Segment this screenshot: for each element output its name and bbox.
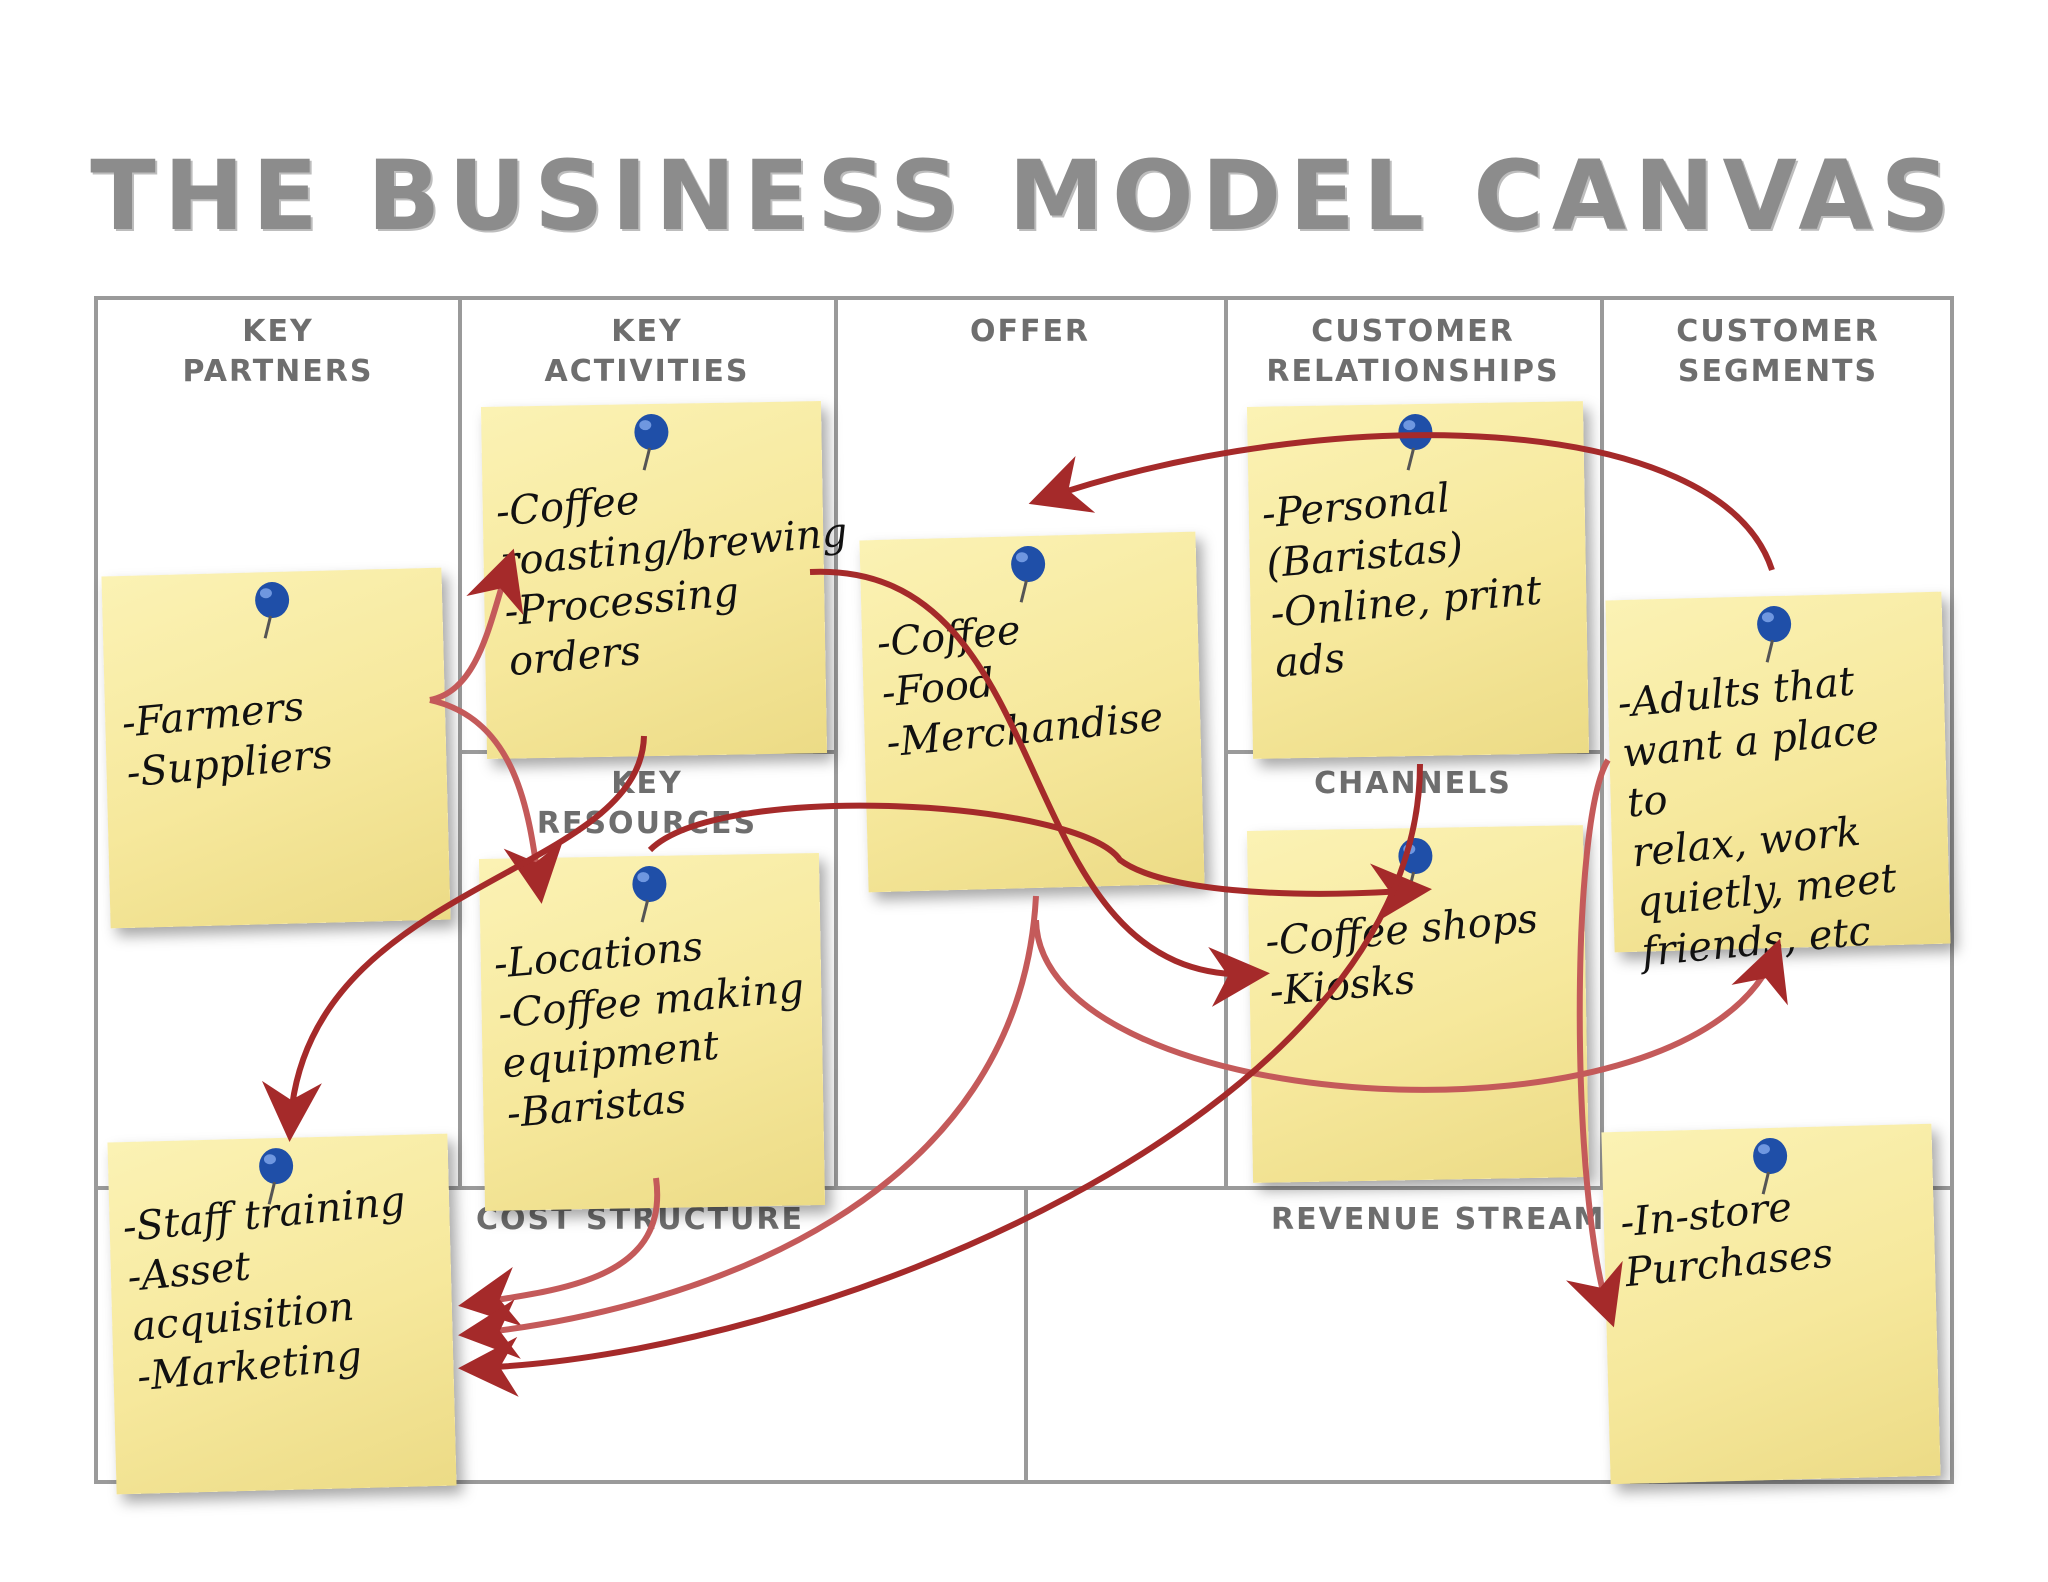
sticky-note-offer: -Coffee -Food -Merchandise xyxy=(859,531,1205,893)
section-label-key-activities: KEY ACTIVITIES xyxy=(544,314,750,389)
sticky-note-revenue-streams: -In-store Purchases xyxy=(1601,1123,1941,1485)
pushpin-icon xyxy=(259,1148,294,1205)
section-label-revenue-streams: REVENUE STREAMS xyxy=(1270,1202,1630,1237)
arrow-activities-to-cost xyxy=(262,735,647,1142)
section-label-customer-segments: CUSTOMER SEGMENTS xyxy=(1676,314,1880,389)
arrow-offer-to-cost xyxy=(458,895,1039,1359)
grid-divider xyxy=(94,1186,1954,1190)
grid-divider xyxy=(458,296,462,1186)
pushpin-icon xyxy=(632,866,667,923)
grid-divider xyxy=(1600,296,1604,1186)
pushpin-icon xyxy=(1011,546,1046,603)
sticky-note-key-activities: -Coffee roasting/brewing -Processing ord… xyxy=(480,401,849,759)
grid-divider xyxy=(1224,296,1228,1186)
pushpin-icon xyxy=(255,582,290,639)
section-label-offer: OFFER xyxy=(969,314,1091,349)
grid-divider xyxy=(834,296,838,1186)
sticky-note-key-resources: -Locations -Coffee making equipment -Bar… xyxy=(478,853,826,1211)
arrow-resources-to-cost xyxy=(458,1177,661,1327)
sticky-note-cost-structure: -Staff training -Asset acquisition -Mark… xyxy=(107,1133,457,1495)
sticky-note-customer-relationships: -Personal (Baristas) -Online, print ads xyxy=(1246,401,1590,759)
arrow-channels-to-cost xyxy=(458,763,1423,1397)
arrow-activities-to-channels xyxy=(809,568,1270,1007)
section-label-key-partners: KEY PARTNERS xyxy=(182,314,374,389)
pushpin-icon xyxy=(1398,414,1433,471)
arrow-segments-to-revenue xyxy=(1566,758,1623,1328)
canvas-title: THE BUSINESS MODEL CANVAS xyxy=(90,140,1958,252)
section-label-customer-relationships: CUSTOMER RELATIONSHIPS xyxy=(1266,314,1560,389)
section-label-channels: CHANNELS xyxy=(1314,766,1512,801)
pushpin-icon xyxy=(1753,1137,1788,1195)
arrow-partners-to-activities xyxy=(429,548,524,703)
sticky-note-customer-segments: -Adults that want a place to relax, work… xyxy=(1605,591,1951,976)
arrow-offer-to-segments xyxy=(1033,919,1788,1093)
arrow-partners-to-resources xyxy=(429,697,564,904)
grid-divider xyxy=(1024,1186,1028,1484)
arrow-resources-to-channels xyxy=(647,802,1432,924)
arrow-segments-to-offer xyxy=(1028,432,1775,571)
pushpin-icon xyxy=(1757,606,1792,663)
sticky-note-key-partners: -Farmers -Suppliers xyxy=(101,567,451,929)
pushpin-icon xyxy=(634,414,669,471)
